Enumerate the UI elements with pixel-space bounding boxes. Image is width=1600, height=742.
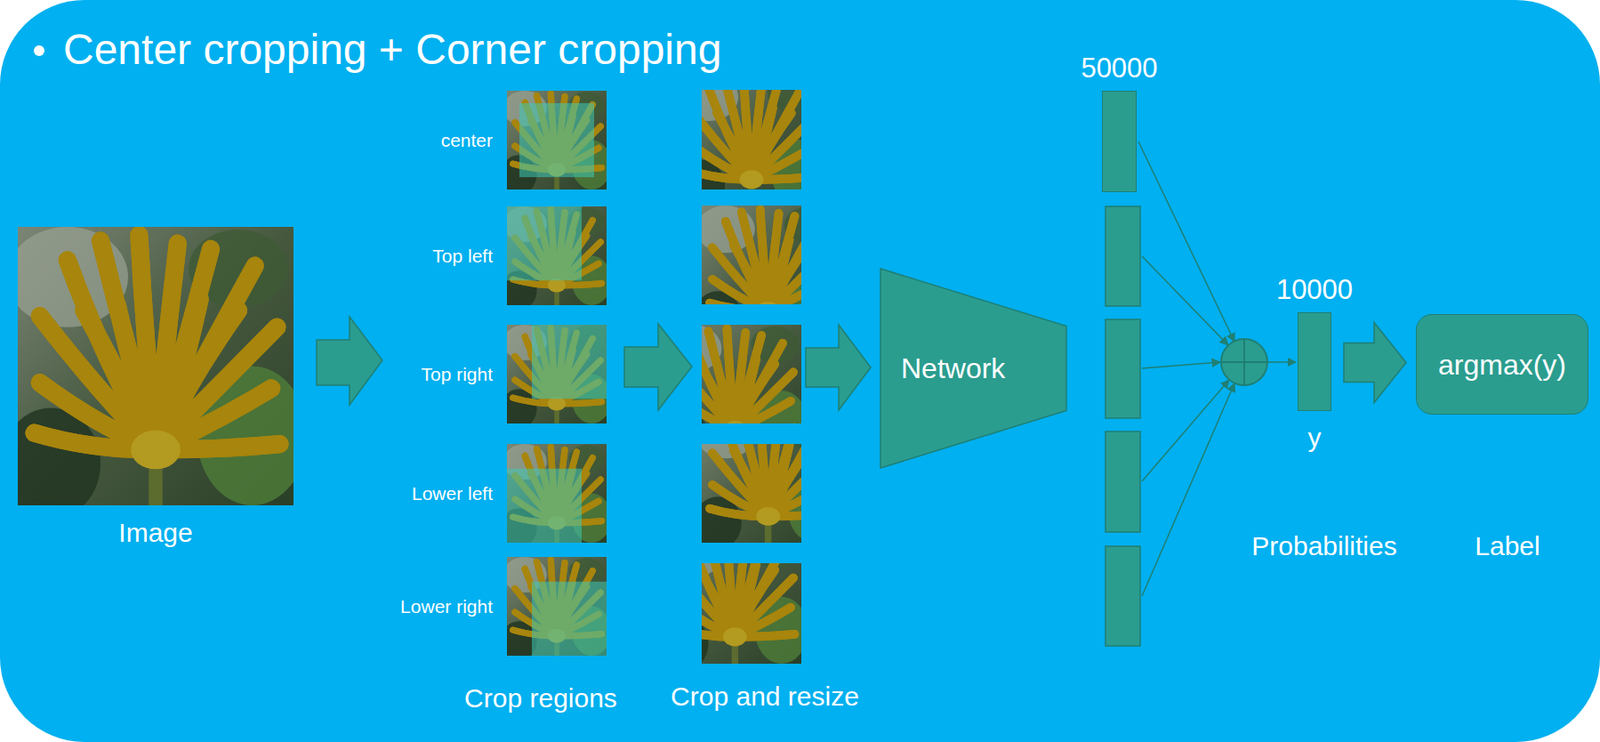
crop-thumbnail [500,443,612,548]
image-node: Image [17,226,294,506]
stage-caption: Crop and resize [670,681,860,713]
crop-thumbnail [500,556,612,661]
stage-caption: Crop regions [464,683,618,715]
node-caption: Top left [432,244,493,266]
block-arrow [1343,322,1407,403]
crop-region: Lower left [506,443,607,543]
resized-crop [676,72,825,213]
node-label: argmax(y) [1438,347,1567,381]
sum-lines [1138,141,1296,596]
node-caption: center [441,128,493,151]
node-caption: Top right [420,362,493,385]
resized-crop [693,410,842,549]
node-caption: 50000 [1080,52,1158,85]
probability-vector: 10000y [1297,312,1332,411]
resized-crop [693,205,842,344]
crop-region: Top left [506,206,607,306]
node-caption: Image [118,517,193,549]
crop-region: Lower right [506,556,607,656]
bullet-dot [33,45,45,57]
output-vector [1105,319,1141,419]
crop-thumbnail [500,324,612,429]
block-arrow [316,316,383,405]
slide-title: Center cropping + Corner cropping [63,24,722,74]
trapezoid-shape [880,268,1067,468]
output-vector [1105,431,1141,532]
output-vector: 50000 [1101,90,1137,193]
stage-caption: Label [1474,530,1540,563]
node-caption: Lower right [400,594,493,617]
output-vector [1105,546,1141,646]
flower-photo [0,226,307,520]
node-label: Network [900,352,1006,386]
argmax-box: argmax(y) [1415,313,1589,415]
block-arrow [624,323,692,411]
block-arrow [805,324,871,411]
stage-caption: Probabilities [1251,530,1397,563]
crop-region: center [506,90,607,190]
crop-region: Top right [506,324,607,424]
resized-crop [660,529,809,670]
crop-thumbnail [500,90,612,195]
resized-crop [660,324,809,463]
sum-symbol [1221,338,1268,386]
node-caption: y [1308,422,1322,454]
crop-thumbnail [500,206,612,311]
output-vector [1105,206,1141,306]
node-caption: 10000 [1276,273,1353,306]
node-caption: Lower left [411,482,493,504]
network-trapezoid: Network [879,267,1068,469]
